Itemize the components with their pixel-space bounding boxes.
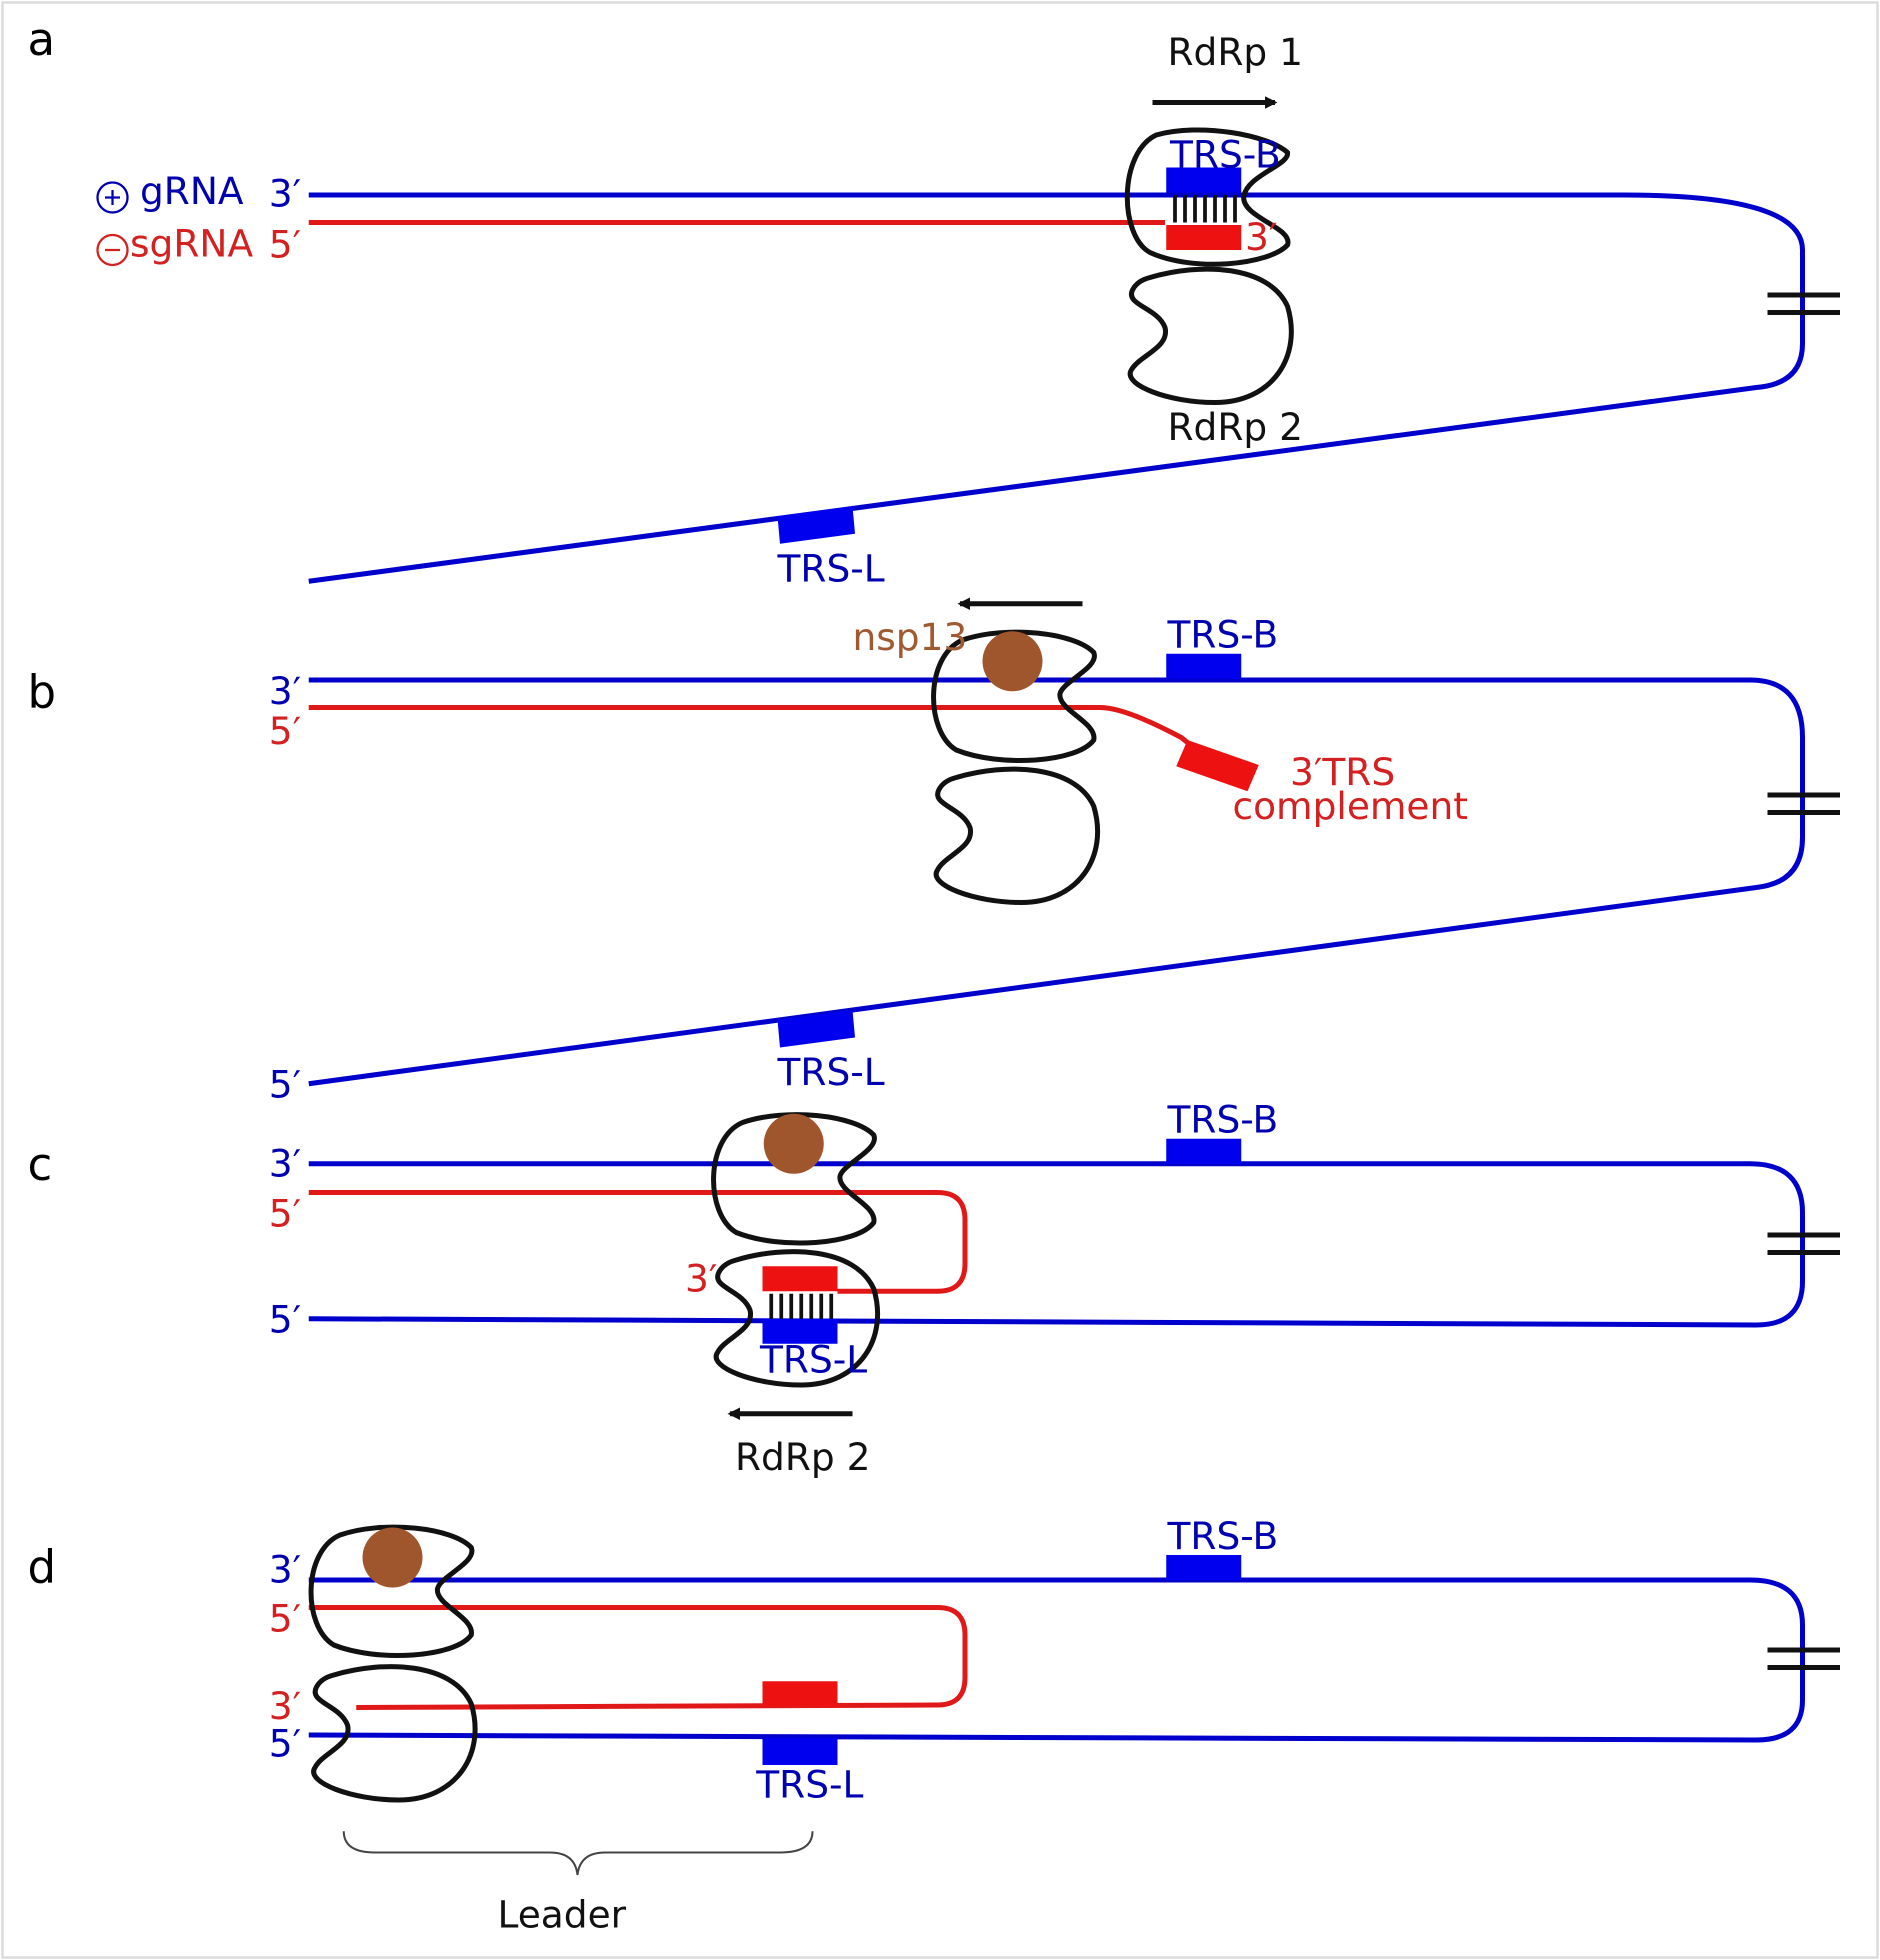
trs-l-label: TRS-L (755, 1763, 863, 1807)
genomic-rna-strand (308, 192, 1805, 584)
nascent-end-label: 3′ (1245, 215, 1277, 259)
curly-brace-icon (342, 1831, 814, 1876)
panel-letter: b (28, 666, 57, 719)
trs-b-label: TRS-B (1167, 1098, 1279, 1142)
double-slash-break-icon (1767, 1232, 1840, 1255)
genomic-rna-strand (308, 1161, 1805, 1328)
trs-l-box (777, 1010, 855, 1048)
trs-l-box (777, 506, 855, 544)
legend-grna-label: gRNA (140, 169, 244, 213)
rdrp-2-polymerase (713, 1249, 881, 1388)
genomic-rna-strand (308, 677, 1805, 1087)
strand-end-label: 3′ (269, 669, 301, 713)
trs-b-label: TRS-B (1169, 133, 1281, 177)
complement-label: complement (1233, 784, 1468, 828)
rdrp-2-label: RdRp 2 (735, 1435, 871, 1479)
trs-b-box (1166, 167, 1242, 193)
base-pairing-ticks (769, 1293, 834, 1319)
rdrp-2-polymerase (933, 766, 1101, 906)
strand-end-label: 5′ (269, 1596, 301, 1640)
rdrp-2-polymerase (1127, 266, 1294, 406)
strand-end-label: 3′ (269, 1141, 301, 1185)
circled-plus-icon (96, 181, 129, 214)
panel-d: d 3′ 5′ 3′ 5′ TRS-B TRS-L Leader (28, 1514, 1840, 1937)
trs-b-complement-box (1166, 225, 1242, 250)
nsp13-label: nsp13 (853, 615, 968, 659)
trs-b-label: TRS-B (1167, 613, 1279, 657)
strand-end-label: 3′ (269, 1548, 301, 1592)
leader-label: Leader (498, 1893, 627, 1937)
double-slash-break-icon (1767, 292, 1840, 315)
rdrp-2-label: RdRp 2 (1168, 405, 1304, 449)
rdrp-2-polymerase (311, 1664, 478, 1803)
trs-complement-box (762, 1266, 838, 1292)
strand-end-label: 5′ (269, 1721, 301, 1765)
trs-b-box (1166, 653, 1242, 679)
circled-minus-icon (96, 233, 129, 267)
strand-end-label: 3′ (269, 171, 301, 215)
strand-end-label: 5′ (269, 223, 301, 267)
panel-letter: a (28, 13, 56, 66)
rdrp-1-polymerase (308, 1524, 475, 1658)
trs-complement-box (1176, 740, 1259, 792)
strand-end-label: 5′ (269, 709, 301, 753)
strand-end-label: 3′ (269, 1684, 301, 1728)
panel-a: a gRNA sgRNA 3′ 5′ (28, 13, 1840, 590)
trs-b-label: TRS-B (1167, 1514, 1279, 1558)
panel-c: c 3′ 5′ 5′ 3′ TRS-L TRS-B (28, 1098, 1840, 1479)
trs-l-label: TRS-L (777, 546, 885, 590)
panel-letter: d (28, 1541, 57, 1594)
base-pairing-ticks (1173, 195, 1237, 223)
rdrp-1-polymerase (931, 629, 1097, 763)
nsp13-helicase (763, 1113, 824, 1174)
panel-b: b 3′ 5′ 5′ nsp13 TRS-B 3′TRS complement … (28, 597, 1840, 1107)
rdrp-1-label: RdRp 1 (1168, 30, 1304, 74)
trs-l-label: TRS-L (777, 1050, 885, 1094)
nascent-rna-strand (308, 1605, 968, 1710)
nsp13-helicase (982, 631, 1043, 692)
trs-b-box (1166, 1555, 1242, 1580)
rdrp-1-polymerase (1124, 127, 1291, 267)
strand-end-label: 5′ (269, 1063, 301, 1107)
panel-letter: c (28, 1138, 53, 1191)
trs-complement-box (762, 1681, 838, 1707)
double-slash-break-icon (1767, 1647, 1840, 1670)
nascent-end-label: 3′ (685, 1256, 717, 1300)
nsp13-helicase (362, 1527, 423, 1588)
trs-b-box (1166, 1138, 1242, 1164)
rdrp-1-polymerase (711, 1112, 877, 1246)
double-slash-break-icon (1767, 792, 1840, 815)
nascent-rna-strand (308, 705, 1190, 745)
legend-sgrna-label: sgRNA (130, 221, 253, 265)
trs-l-box (762, 1737, 838, 1765)
genomic-rna-strand (308, 1577, 1805, 1743)
strand-end-label: 5′ (269, 1298, 301, 1342)
trs-l-label: TRS-L (759, 1338, 867, 1382)
complement-label: 3′TRS (1290, 750, 1395, 794)
nascent-rna-strand (308, 1190, 968, 1294)
trs-l-box (762, 1318, 838, 1344)
strand-end-label: 5′ (269, 1191, 301, 1235)
